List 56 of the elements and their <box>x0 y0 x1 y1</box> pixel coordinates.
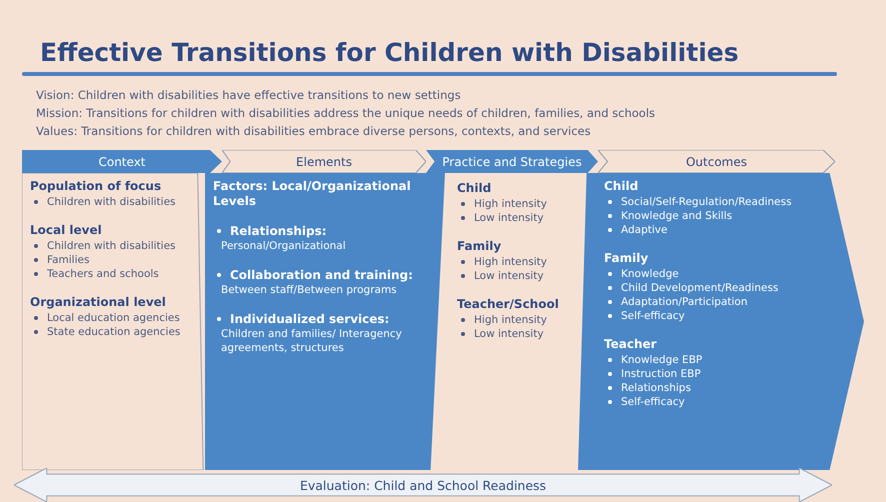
item-detail: Between staff/Between programs <box>220 283 398 297</box>
item-heading: Collaboration and training: <box>230 267 413 283</box>
column-header-tab <box>22 150 222 173</box>
list-item: Low intensity <box>474 269 544 283</box>
list-item: Children with disabilities <box>47 239 176 253</box>
item-detail: Children and families/ Interagency agreements, structures <box>220 327 403 355</box>
column-header-tab <box>222 150 426 173</box>
header-label: Practice and Strategies <box>442 154 582 168</box>
section-heading: Family <box>457 239 502 254</box>
section-heading: Teacher <box>604 337 658 352</box>
list-item: Relationships <box>621 381 691 395</box>
column-header-tab <box>598 150 835 173</box>
list-item: Families <box>47 253 90 267</box>
section-heading: Population of focus <box>30 179 162 194</box>
section-heading: Child <box>457 181 492 196</box>
title: Effective Transitions for Children with Disabilities <box>40 38 739 67</box>
section-heading: Factors: Local/Organizational Levels <box>213 179 412 209</box>
list-item: Social/Self-Regulation/Readiness <box>621 195 792 209</box>
list-item: Instruction EBP <box>621 367 701 381</box>
section-heading: Child <box>604 179 640 194</box>
section-heading: Family <box>604 251 650 266</box>
header-label: Outcomes <box>686 154 748 168</box>
list-item: Knowledge EBP <box>621 353 702 367</box>
column-header-tab <box>426 150 598 173</box>
list-item: Children with disabilities <box>47 195 176 209</box>
statement-text: Mission: Transitions for children with disabilities address the unique needs of children, families, and schools <box>36 106 656 120</box>
header-label: Evaluation: Child and School Readiness <box>300 478 546 492</box>
header-label: Elements <box>296 154 352 168</box>
list-item: Adaptive <box>621 223 668 237</box>
header-label: Context <box>98 154 146 168</box>
elements-panel <box>205 173 445 470</box>
evaluation-arrow <box>14 468 832 502</box>
list-item: Self-efficacy <box>621 309 685 323</box>
list-item: High intensity <box>474 255 547 269</box>
outcomes-panel <box>578 173 864 470</box>
list-item: High intensity <box>474 197 547 211</box>
list-item: State education agencies <box>47 325 180 339</box>
list-item: Teachers and schools <box>47 267 159 281</box>
section-heading: Organizational level <box>30 295 167 310</box>
section-heading: Local level <box>30 223 103 238</box>
list-item: Knowledge and Skills <box>621 209 732 223</box>
list-item: Child Development/Readiness <box>621 281 778 295</box>
list-item: Self-efficacy <box>621 395 685 409</box>
statement-text: Vision: Children with disabilities have effective transitions to new settings <box>36 88 461 102</box>
list-item: High intensity <box>474 313 547 327</box>
list-item: Low intensity <box>474 211 544 225</box>
item-heading: Relationships: <box>230 223 327 239</box>
list-item: Low intensity <box>474 327 544 341</box>
item-detail: Personal/Organizational <box>220 239 347 253</box>
list-item: Local education agencies <box>47 311 180 325</box>
section-heading: Teacher/School <box>457 297 560 312</box>
item-heading: Individualized services: <box>230 311 390 327</box>
context-panel <box>22 173 205 470</box>
list-item: Adaptation/Participation <box>621 295 748 309</box>
list-item: Knowledge <box>621 267 679 281</box>
statement-text: Values: Transitions for children with disabilities embrace diverse persons, contexts, and services <box>36 124 591 138</box>
